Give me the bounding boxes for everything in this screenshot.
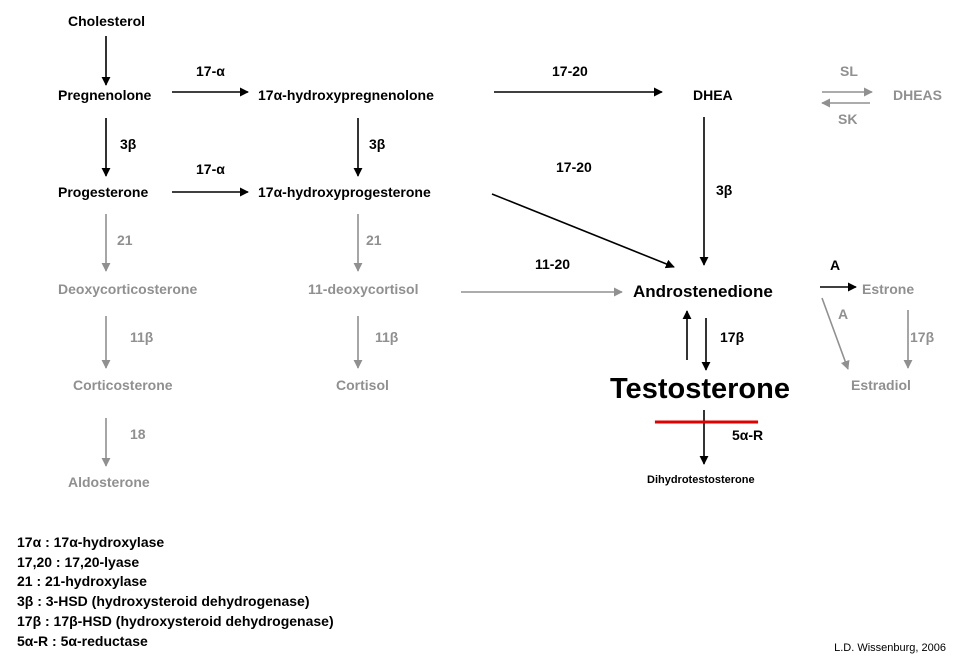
node-testosterone: Testosterone — [610, 373, 790, 405]
legend-item: 21 : 21-hydroxylase — [17, 573, 147, 590]
enzyme-label-17b-estradiol: 17β — [910, 329, 935, 345]
enzyme-label-21-progesterone: 21 — [117, 232, 133, 248]
node-progesterone: Progesterone — [58, 184, 148, 200]
node-cholesterol: Cholesterol — [68, 13, 145, 29]
enzyme-label-aromatase-estrone: A — [830, 257, 840, 273]
enzyme-label-sk: SK — [838, 111, 857, 127]
enzyme-label-1120: 11-20 — [535, 256, 570, 272]
enzyme-label-3b-17oh-pregnenolone: 3β — [369, 136, 386, 152]
legend-item: 17,20 : 17,20-lyase — [17, 553, 140, 570]
node-androstenedione: Androstenedione — [633, 282, 773, 301]
arrow-17oh-progesterone-androstenedione — [491, 193, 675, 269]
enzyme-label-1720-dhea: 17-20 — [552, 63, 588, 79]
enzyme-legend: 17α : 17α-hydroxylase 17,20 : 17,20-lyas… — [17, 533, 334, 651]
node-pregnenolone: Pregnenolone — [58, 87, 152, 103]
legend-item: 17α : 17α-hydroxylase — [17, 534, 165, 550]
node-17oh-progesterone: 17α-hydroxyprogesterone — [258, 184, 431, 200]
enzyme-label-3b-pregnenolone: 3β — [120, 136, 137, 152]
legend-item: 5α-R : 5α-reductase — [17, 632, 148, 649]
enzyme-label-17a-pregnenolone: 17-α — [196, 63, 225, 79]
enzyme-label-1720-androstenedione: 17-20 — [556, 159, 592, 175]
node-estradiol: Estradiol — [851, 377, 911, 393]
credit: L.D. Wissenburg, 2006 — [834, 642, 946, 654]
legend-item: 3β : 3-HSD (hydroxysteroid dehydrogenase… — [17, 593, 310, 610]
enzyme-label-17b-testosterone: 17β — [720, 329, 745, 345]
enzyme-label-sl: SL — [840, 63, 858, 79]
enzyme-label-11b-corticosterone: 11β — [130, 329, 154, 345]
node-deoxycorticosterone: Deoxycorticosterone — [58, 281, 197, 297]
arrow-androstenedione-estradiol — [821, 297, 850, 370]
node-aldosterone: Aldosterone — [68, 474, 150, 490]
enzyme-label-aromatase-estradiol: A — [838, 306, 848, 322]
node-17oh-pregnenolone: 17α-hydroxypregnenolone — [258, 87, 434, 103]
node-cortisol: Cortisol — [336, 377, 389, 393]
node-dihydrotestosterone: Dihydrotestosterone — [647, 474, 755, 486]
node-deoxycortisol: 11-deoxycortisol — [308, 281, 419, 297]
enzyme-label-17a-progesterone: 17-α — [196, 161, 225, 177]
node-estrone: Estrone — [862, 281, 914, 297]
enzyme-label-11b-cortisol: 11β — [375, 329, 399, 345]
enzyme-label-3b-dhea: 3β — [716, 182, 733, 198]
enzyme-label-21-17oh-progesterone: 21 — [366, 232, 382, 248]
node-corticosterone: Corticosterone — [73, 377, 173, 393]
enzyme-label-18: 18 — [130, 426, 146, 442]
legend-item: 17β : 17β-HSD (hydroxysteroid dehydrogen… — [17, 612, 334, 629]
node-dhea: DHEA — [693, 87, 733, 103]
arrows-inactive — [101, 87, 913, 467]
enzyme-label-5a-reductase: 5α-R — [732, 427, 763, 443]
arrows-active — [101, 36, 857, 465]
node-dheas: DHEAS — [893, 87, 942, 103]
